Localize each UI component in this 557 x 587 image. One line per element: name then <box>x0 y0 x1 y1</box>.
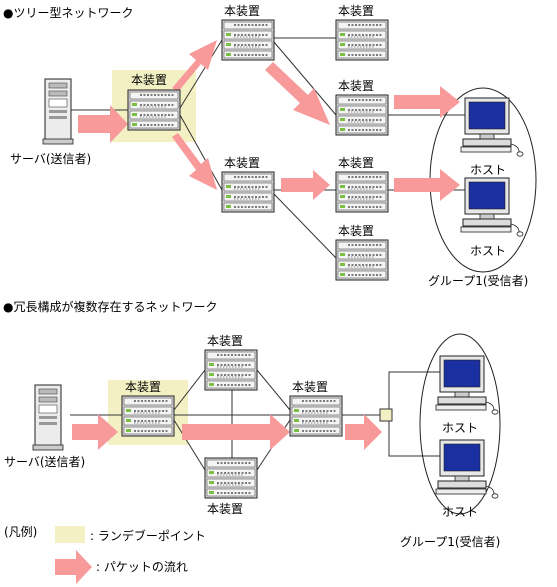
device-leaf-2 <box>335 94 389 136</box>
device-upper <box>204 349 258 391</box>
device-label: 本装置 <box>338 79 374 93</box>
host-label: ホスト <box>442 421 478 435</box>
host-pc-icon <box>435 355 499 415</box>
device-label: 本装置 <box>224 156 260 170</box>
device-label: 本装置 <box>224 4 260 18</box>
host-label: ホスト <box>470 163 506 177</box>
device-label: 本装置 <box>207 502 243 516</box>
device-label: 本装置 <box>207 334 243 348</box>
section2-title: ●冗長構成が複数存在するネットワーク <box>3 299 217 314</box>
host-pc-icon <box>460 97 524 157</box>
host-label: ホスト <box>470 244 506 258</box>
device-leaf-3 <box>335 171 389 213</box>
rendezvous-device <box>121 395 175 437</box>
device-top <box>221 19 275 61</box>
device-label: 本装置 <box>338 224 374 238</box>
device-label: 本装置 <box>338 4 374 18</box>
device-lower <box>204 457 258 499</box>
sender-server-icon <box>32 384 64 451</box>
host-pc-icon <box>435 439 499 499</box>
receiver-group-ellipse <box>419 333 501 515</box>
device-label: 本装置 <box>338 156 374 170</box>
device-bottom <box>221 171 275 213</box>
device-label: 本装置 <box>292 380 328 394</box>
hub-icon <box>379 408 393 422</box>
group-label: グループ1(受信者) <box>400 535 500 549</box>
sender-server-icon <box>42 78 74 145</box>
device-leaf-4 <box>335 239 389 281</box>
server-label: サーバ(送信者) <box>4 454 85 469</box>
device-label: 本装置 <box>125 380 161 394</box>
legend-rendezvous-label: : ランデブーポイント <box>90 528 206 543</box>
server-label: サーバ(送信者) <box>10 151 91 166</box>
tree-packet-flow <box>78 40 460 201</box>
legend-rendezvous-swatch <box>55 526 85 543</box>
host-pc-icon <box>460 177 524 237</box>
rendezvous-device <box>127 89 181 131</box>
legend-arrow-swatch <box>55 550 92 584</box>
device-label: 本装置 <box>131 73 167 87</box>
legend-title: (凡例) <box>4 525 37 539</box>
device-edge <box>289 395 343 437</box>
section1-title: ●ツリー型ネットワーク <box>3 6 133 20</box>
group-label: グループ1(受信者) <box>428 274 528 288</box>
host-label: ホスト <box>442 505 478 519</box>
legend-packet-flow-label: : パケットの流れ <box>96 560 188 574</box>
redundant-packet-flow <box>72 414 382 450</box>
device-leaf-1 <box>335 19 389 61</box>
